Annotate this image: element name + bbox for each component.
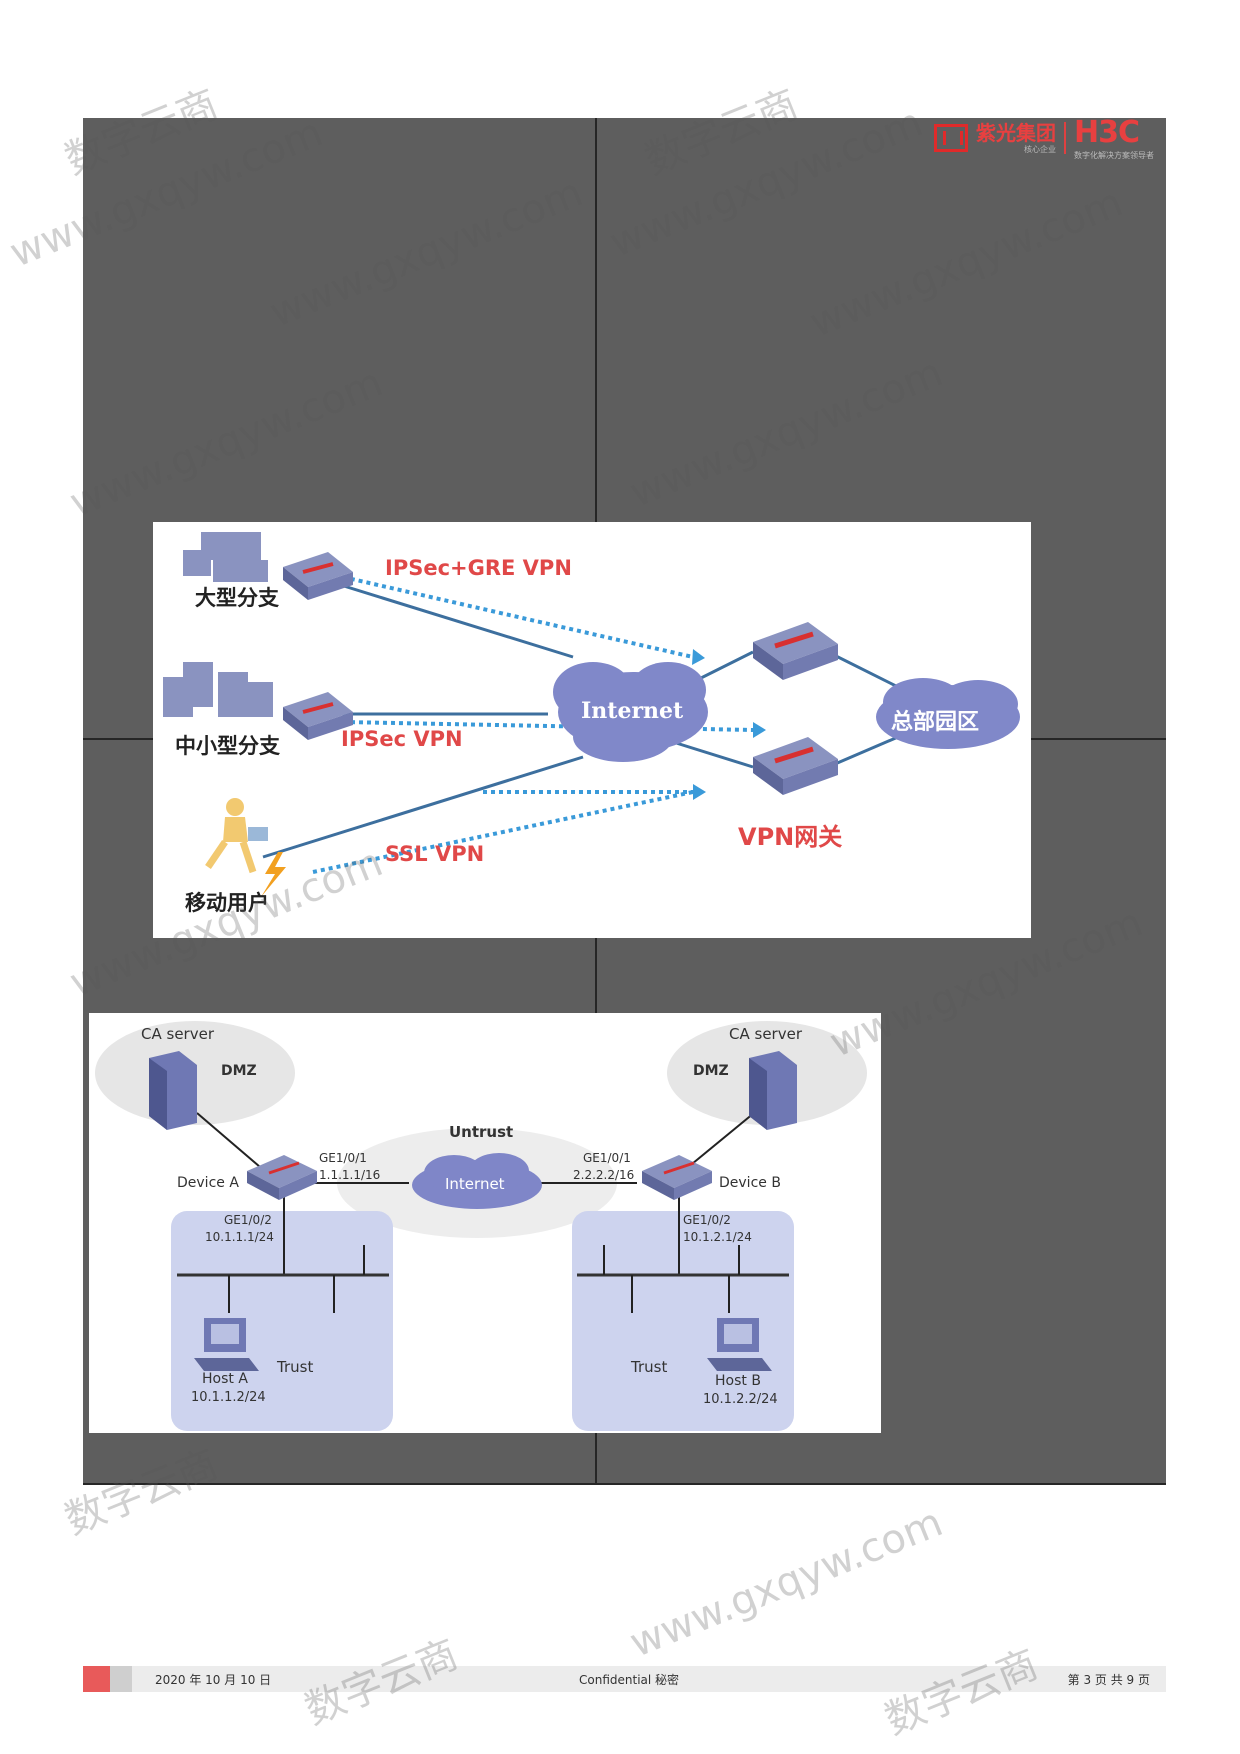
hq-campus-label: 总部园区	[891, 710, 980, 735]
host-b-ip: 10.1.2.2/24	[703, 1392, 778, 1407]
footer-page-number: 第 3 页 共 9 页	[1067, 1673, 1150, 1687]
company-logo: 紫光集团 核心企业 H3C 数字化解决方案领导者	[934, 115, 1154, 160]
ssl-vpn-label: SSL VPN	[385, 842, 485, 866]
device-b-ge1-ip: 2.2.2.2/16	[573, 1168, 635, 1182]
mobile-user-label: 移动用户	[185, 891, 269, 915]
device-a-ge1-label: GE1/0/1	[319, 1151, 367, 1165]
ipsec-gre-vpn-label: IPSec+GRE VPN	[385, 556, 572, 580]
device-a-ge1-ip: 1.1.1.1/16	[319, 1168, 381, 1182]
logo-brand-en-sub: 数字化解决方案领导者	[1074, 151, 1154, 160]
logo-divider	[1064, 122, 1066, 154]
ipsec-vpn-label: IPSec VPN	[341, 727, 463, 751]
device-b-ge2-ip: 10.1.2.1/24	[683, 1230, 752, 1244]
trust-zone-right-label: Trust	[631, 1358, 668, 1376]
small-branch-label: 中小型分支	[175, 734, 280, 758]
trust-zone-left-label: Trust	[277, 1358, 314, 1376]
footer-confidential: Confidential 秘密	[579, 1673, 680, 1687]
footer-accent-mark	[83, 1666, 110, 1692]
device-b-ge1-label: GE1/0/1	[583, 1151, 631, 1165]
device-a-ge2-label: GE1/0/2	[224, 1213, 272, 1227]
large-branch-label: 大型分支	[195, 586, 279, 610]
ca-server-right-label: CA server	[729, 1025, 802, 1043]
logo-brand-en: H3C	[1074, 115, 1140, 150]
logo-brand-cn: 紫光集团	[976, 120, 1056, 145]
device-a-label: Device A	[177, 1175, 239, 1191]
device-a-ge2-ip: 10.1.1.1/24	[205, 1230, 274, 1244]
host-a-label: Host A	[202, 1371, 248, 1387]
ca-server-left-label: CA server	[141, 1025, 214, 1043]
host-a-ip: 10.1.1.2/24	[191, 1390, 266, 1405]
device-b-ge2-label: GE1/0/2	[683, 1213, 731, 1227]
dmz-left-label: DMZ	[221, 1063, 257, 1079]
watermark-text: www.gxqyw.com	[623, 1499, 950, 1667]
vpn-topology-figure: 大型分支 中小型分支 移动用户 Internet 总部园区 IPSec+GRE …	[153, 522, 1031, 938]
unisplendour-logo-icon	[934, 124, 968, 152]
vpn-gateway-label: VPN网关	[738, 823, 843, 851]
vpn-topology-svg	[153, 522, 1031, 938]
footer-accent-mark	[110, 1666, 132, 1692]
internet-cloud-label: Internet	[445, 1175, 505, 1193]
internet-cloud-label: Internet	[581, 698, 684, 724]
logo-brand-sub: 核心企业	[1024, 144, 1056, 154]
device-b-label: Device B	[719, 1175, 781, 1191]
grid-divider	[83, 1483, 1166, 1485]
device-topology-svg	[89, 1013, 881, 1433]
device-topology-figure: CA server CA server DMZ DMZ Untrust Inte…	[89, 1013, 881, 1433]
page-footer: 2020 年 10 月 10 日 Confidential 秘密 第 3 页 共…	[83, 1666, 1166, 1692]
untrust-zone-label: Untrust	[449, 1123, 514, 1141]
footer-date: 2020 年 10 月 10 日	[155, 1673, 272, 1687]
dmz-right-label: DMZ	[693, 1063, 729, 1079]
host-b-label: Host B	[715, 1373, 761, 1389]
